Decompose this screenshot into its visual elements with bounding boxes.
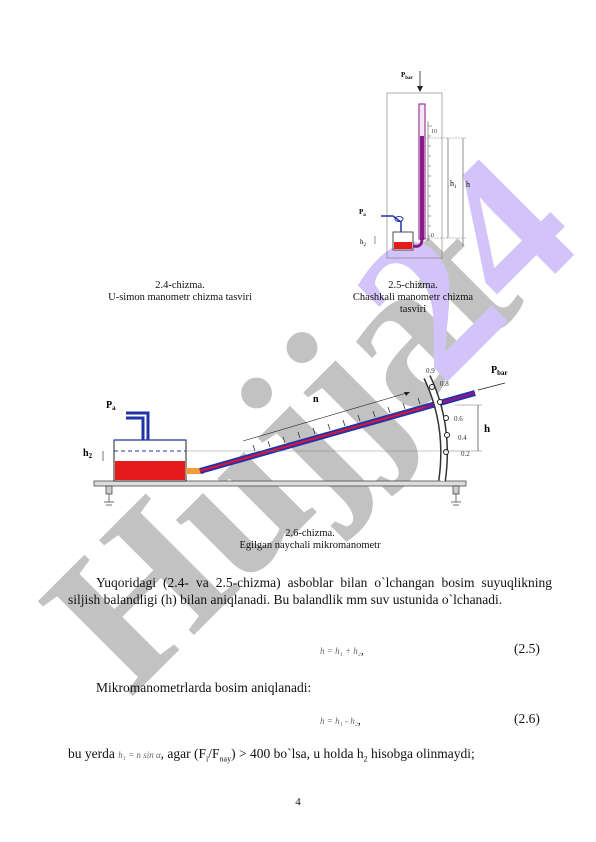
svg-text:h2: h2	[360, 238, 367, 248]
equation-number-2-5: (2.5)	[514, 641, 540, 656]
text-segment: bu yerda	[68, 746, 115, 761]
figure-2-5-diagram: Pbar 10 0 Pa h1 h h2	[359, 71, 470, 259]
figure-2-4-caption: 2.4-chizma. U-simon manometr chizma tasv…	[85, 280, 275, 304]
text-segment: hisobga olinmaydi;	[367, 746, 475, 761]
svg-text:n: n	[313, 394, 319, 405]
svg-text:Pbar: Pbar	[401, 71, 414, 81]
subscript: nay	[219, 754, 232, 764]
figure-2-5-caption: 2.5-chizma. Chashkali manometr chizma ta…	[323, 280, 503, 316]
svg-text:0.9: 0.9	[426, 367, 435, 375]
caption-line: Egilgan naychali mikromanometr	[239, 540, 381, 551]
figure-2-6-diagram: Pa h2 n Pbar 0.9 0.8 0.6 0.4 0.2 h	[83, 365, 508, 506]
equation-2-6: h = h₁ - h₂,	[320, 711, 361, 729]
equation-number-2-6: (2.6)	[514, 711, 540, 726]
inline-formula: h₁ = n sin α	[118, 750, 161, 760]
page-number: 4	[295, 796, 301, 808]
svg-text:10: 10	[431, 129, 437, 135]
equation-formula: h = h₁ - h₂	[320, 716, 358, 726]
frame	[386, 92, 443, 259]
svg-text:0.2: 0.2	[461, 450, 470, 458]
svg-text:0.6: 0.6	[454, 415, 463, 423]
equation-comma: ,	[357, 713, 361, 727]
subscript: 2	[363, 754, 368, 764]
equation-formula: h = h₁ + h₂	[320, 646, 361, 656]
svg-text:h1: h1	[450, 179, 457, 190]
caption-line: tasviri	[399, 304, 427, 315]
svg-text:h: h	[466, 180, 470, 189]
paragraph-3: bu yerda h₁ = n sin α, agar (Fi/Fnay) > …	[68, 745, 558, 768]
svg-text:Pa: Pa	[106, 400, 116, 412]
subscript: i	[206, 754, 209, 764]
figure-2-6-caption: 2.6-chizma. Egilgan naychali mikromanome…	[200, 528, 420, 552]
svg-text:Pa: Pa	[359, 208, 366, 218]
text-segment: /F	[208, 746, 220, 761]
svg-text:Pbar: Pbar	[491, 365, 508, 377]
caption-line: Chashkali manometr chizma	[352, 292, 474, 303]
paragraph-2: Mikromanometrlarda bosim aniqlanadi:	[96, 680, 312, 695]
caption-line: 2.5-chizma.	[388, 280, 438, 291]
svg-text:0.8: 0.8	[440, 380, 449, 388]
caption-line: 2.4-chizma.	[155, 280, 205, 291]
equation-2-5: h = h₁ + h₂,	[320, 641, 364, 659]
svg-text:h2: h2	[83, 448, 93, 460]
caption-line: 2.6-chizma.	[285, 528, 335, 539]
svg-text:0: 0	[431, 233, 434, 239]
text-segment: , agar (F	[160, 746, 207, 761]
text-segment: ) > 400 bo`lsa, u holda h	[231, 746, 364, 761]
caption-line: U-simon manometr chizma tasviri	[108, 292, 252, 303]
paragraph-1: Yuqoridagi (2.4- va 2.5-chizma) asboblar…	[68, 575, 552, 607]
svg-text:0.4: 0.4	[458, 434, 467, 442]
equation-comma: ,	[360, 643, 364, 657]
svg-text:h: h	[484, 423, 490, 435]
